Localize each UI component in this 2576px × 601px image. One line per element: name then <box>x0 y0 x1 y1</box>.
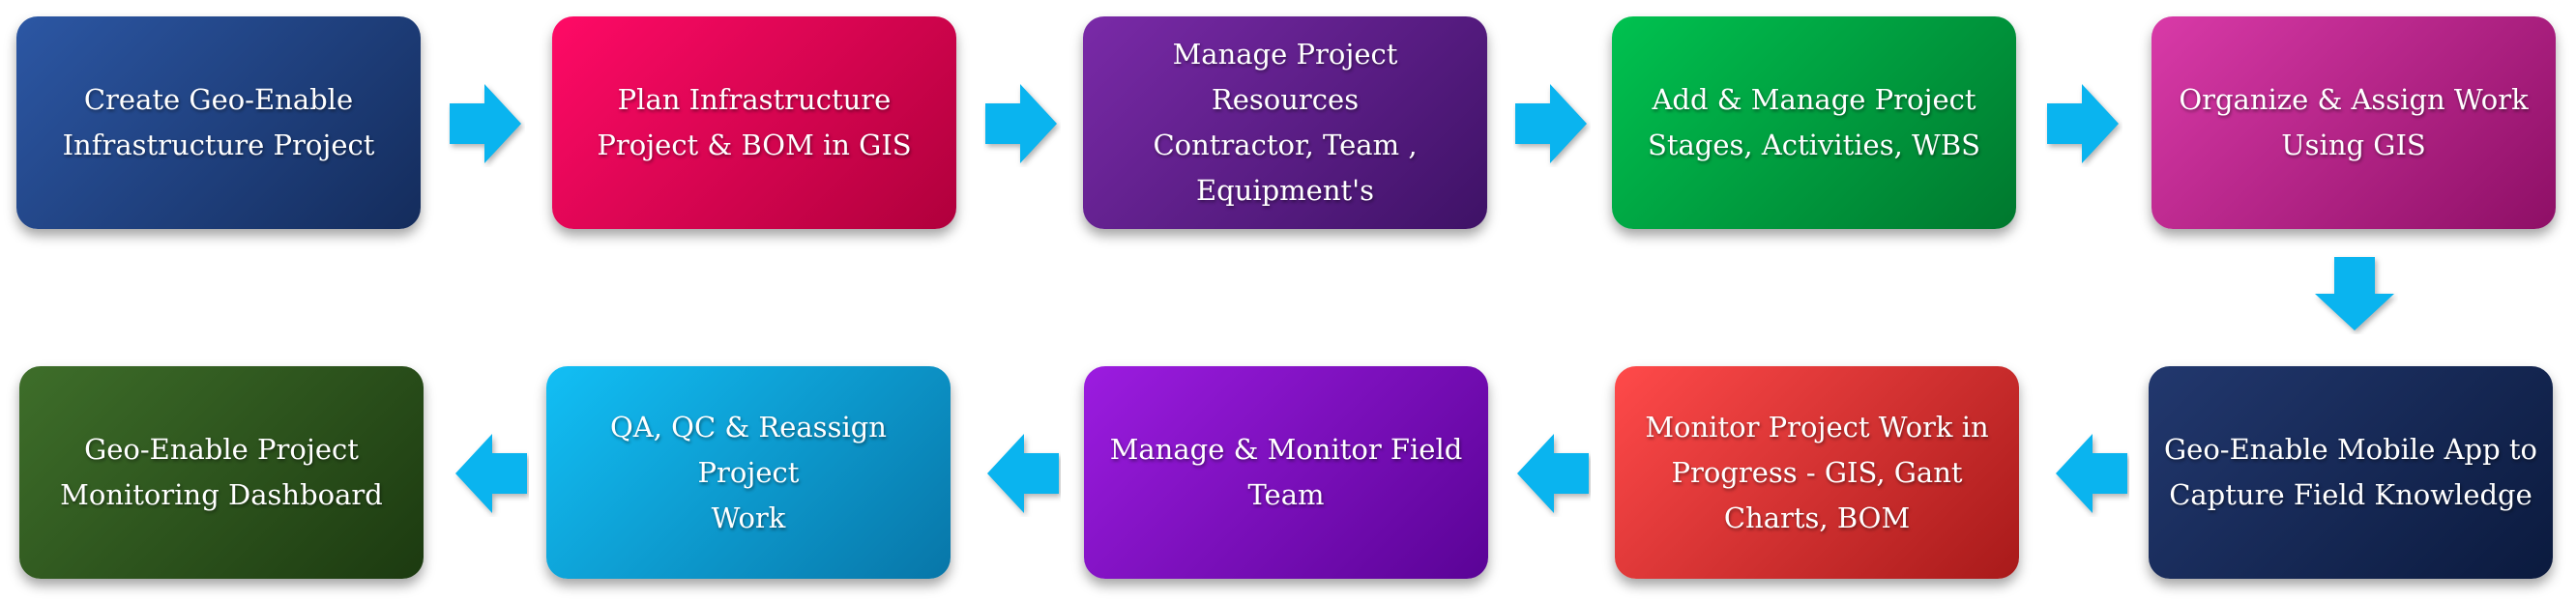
step-monitor-progress: Monitor Project Work in Progress - GIS, … <box>1615 366 2019 579</box>
step-manage-resources-label: Manage Project Resources Contractor, Tea… <box>1153 38 1418 207</box>
step-organize-assign: Organize & Assign Work Using GIS <box>2152 16 2556 229</box>
arrow-left-icon <box>987 434 1059 513</box>
step-manage-resources: Manage Project Resources Contractor, Tea… <box>1083 16 1487 229</box>
step-monitor-progress-label: Monitor Project Work in Progress - GIS, … <box>1645 410 1989 534</box>
arrow-left-icon <box>455 434 527 513</box>
step-create-project: Create Geo-Enable Infrastructure Project <box>16 16 421 229</box>
step-organize-assign-label: Organize & Assign Work Using GIS <box>2179 83 2529 161</box>
arrow-right-icon <box>2047 84 2119 163</box>
step-qa-qc-label: QA, QC & Reassign Project Work <box>610 410 887 534</box>
step-plan-infrastructure-label: Plan Infrastructure Project & BOM in GIS <box>597 83 912 161</box>
arrow-down-icon <box>2315 257 2394 330</box>
arrow-right-icon <box>1515 84 1587 163</box>
step-dashboard: Geo-Enable Project Monitoring Dashboard <box>19 366 424 579</box>
arrow-left-icon <box>2056 434 2127 513</box>
step-create-project-label: Create Geo-Enable Infrastructure Project <box>62 83 375 161</box>
step-manage-stages-label: Add & Manage Project Stages, Activities,… <box>1647 83 1981 161</box>
arrow-right-icon <box>985 84 1057 163</box>
arrow-right-icon <box>450 84 521 163</box>
arrow-left-icon <box>1517 434 1589 513</box>
step-monitor-field-team: Manage & Monitor Field Team <box>1084 366 1488 579</box>
step-qa-qc: QA, QC & Reassign Project Work <box>546 366 951 579</box>
step-mobile-app: Geo-Enable Mobile App to Capture Field K… <box>2149 366 2553 579</box>
step-manage-stages: Add & Manage Project Stages, Activities,… <box>1612 16 2016 229</box>
step-monitor-field-team-label: Manage & Monitor Field Team <box>1109 433 1463 511</box>
step-mobile-app-label: Geo-Enable Mobile App to Capture Field K… <box>2164 433 2537 511</box>
step-dashboard-label: Geo-Enable Project Monitoring Dashboard <box>60 433 383 511</box>
step-plan-infrastructure: Plan Infrastructure Project & BOM in GIS <box>552 16 956 229</box>
